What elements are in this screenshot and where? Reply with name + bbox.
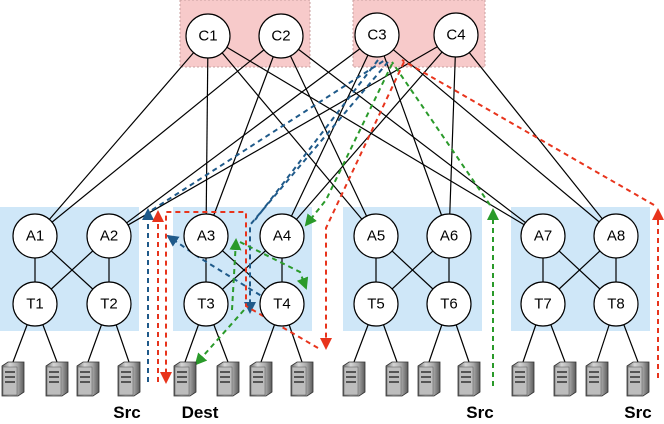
core-switch-c2-label: C2: [271, 28, 290, 45]
link-c4-a6: [448, 35, 457, 237]
tor-switch-t1[interactable]: T1: [12, 281, 58, 327]
server-tower-icon[interactable]: [511, 361, 535, 397]
server-tower-icon[interactable]: [417, 361, 441, 397]
link-c2-a1: [34, 35, 282, 237]
agg-switch-a7-label: A7: [534, 228, 552, 245]
flow-blue-core: [151, 59, 386, 211]
flow-green-down-a4: [304, 63, 393, 227]
tor-switch-t6[interactable]: T6: [426, 281, 472, 327]
agg-switch-a1-label: A1: [26, 228, 44, 245]
link-c1-a5: [207, 35, 377, 237]
server-tower-icon[interactable]: [216, 361, 240, 397]
agg-switch-a6[interactable]: A6: [426, 213, 472, 259]
tor-switch-t4-label: T4: [273, 296, 291, 313]
agg-switch-a4[interactable]: A4: [259, 213, 305, 259]
core-switch-c1-label: C1: [198, 28, 217, 45]
tor-switch-t3-label: T3: [197, 296, 215, 313]
server-tower-icon[interactable]: [1, 361, 25, 397]
core-switch-c1[interactable]: C1: [185, 13, 231, 59]
tor-switch-t5[interactable]: T5: [353, 281, 399, 327]
core-switch-c3[interactable]: C3: [354, 12, 400, 58]
server-tower-icon[interactable]: [249, 361, 273, 397]
server-tower-icon[interactable]: [45, 361, 69, 397]
flow-green-core: [391, 61, 491, 206]
agg-switch-a3[interactable]: A3: [183, 213, 229, 259]
server-tower-icon[interactable]: [626, 361, 650, 397]
agg-switch-a7[interactable]: A7: [520, 213, 566, 259]
core-switch-c4[interactable]: C4: [433, 12, 479, 58]
link-c1-a1: [34, 35, 209, 237]
tor-switch-t6-label: T6: [440, 296, 458, 313]
agg-switch-a1[interactable]: A1: [12, 213, 58, 259]
agg-switch-a3-label: A3: [197, 228, 215, 245]
link-c2-a5: [280, 35, 377, 237]
server-tower-icon[interactable]: [585, 361, 609, 397]
link-c1-a7: [207, 35, 544, 237]
server-tower-icon[interactable]: [173, 361, 197, 397]
tor-switch-t1-label: T1: [26, 296, 44, 313]
link-c3-a6: [376, 35, 450, 237]
link-c3-a4: [281, 35, 378, 237]
src-label-pod-1: Src: [113, 403, 140, 422]
tor-switch-t8-label: T8: [607, 296, 625, 313]
core-aggregation-links: [34, 35, 617, 237]
server-tower-icon[interactable]: [76, 361, 100, 397]
server-tower-icon[interactable]: [342, 361, 366, 397]
agg-switch-a8-label: A8: [607, 228, 625, 245]
server-tower-icon[interactable]: [117, 361, 141, 397]
server-tower-icon[interactable]: [553, 361, 577, 397]
flow-red-down-a4: [320, 61, 405, 350]
link-c1-a3: [205, 35, 209, 237]
flow-red-core: [401, 59, 655, 206]
agg-switch-a2-label: A2: [100, 228, 118, 245]
agg-switch-a5[interactable]: A5: [353, 213, 399, 259]
tor-switch-t7[interactable]: T7: [520, 281, 566, 327]
tor-switch-t2-label: T2: [100, 296, 118, 313]
flow-green-t3-dest: [194, 309, 245, 366]
host-servers: [1, 361, 650, 397]
tor-switch-t8[interactable]: T8: [593, 281, 639, 327]
tor-switch-t4[interactable]: T4: [259, 281, 305, 327]
tor-switch-t7-label: T7: [534, 296, 552, 313]
core-switch-c4-label: C4: [446, 27, 465, 44]
tor-switch-t3[interactable]: T3: [183, 281, 229, 327]
tor-switch-t5-label: T5: [367, 296, 385, 313]
agg-switch-a4-label: A4: [273, 228, 291, 245]
link-c2-a7: [280, 35, 544, 237]
agg-switch-a8[interactable]: A8: [593, 213, 639, 259]
src-label-pod-4: Src: [624, 403, 651, 422]
core-switch-c2[interactable]: C2: [258, 13, 304, 59]
dest-label-pod-2: Dest: [182, 403, 219, 422]
link-c3-a2: [108, 35, 378, 237]
src-label-pod-3: Src: [466, 403, 493, 422]
server-tower-icon[interactable]: [290, 361, 314, 397]
agg-switch-a6-label: A6: [440, 228, 458, 245]
core-switches: C1 C2 C3 C4: [185, 12, 479, 59]
aggregation-switches: A1 A2 A3 A4 A5 A6 A7 A8: [12, 213, 639, 259]
flow-green-t4-a3: [229, 238, 242, 311]
tor-switches: T1 T2 T3 T4 T5 T6 T7 T8: [12, 281, 639, 327]
agg-switch-a5-label: A5: [367, 228, 385, 245]
flow-blue-down-a4: [244, 61, 389, 314]
tor-switch-t2[interactable]: T2: [86, 281, 132, 327]
agg-switch-a2[interactable]: A2: [86, 213, 132, 259]
flow-green-a4-t4: [239, 241, 309, 290]
flow-blue-core-a4: [254, 59, 379, 221]
server-tower-icon[interactable]: [457, 361, 481, 397]
server-tower-icon[interactable]: [385, 361, 409, 397]
core-switch-c3-label: C3: [367, 27, 386, 44]
